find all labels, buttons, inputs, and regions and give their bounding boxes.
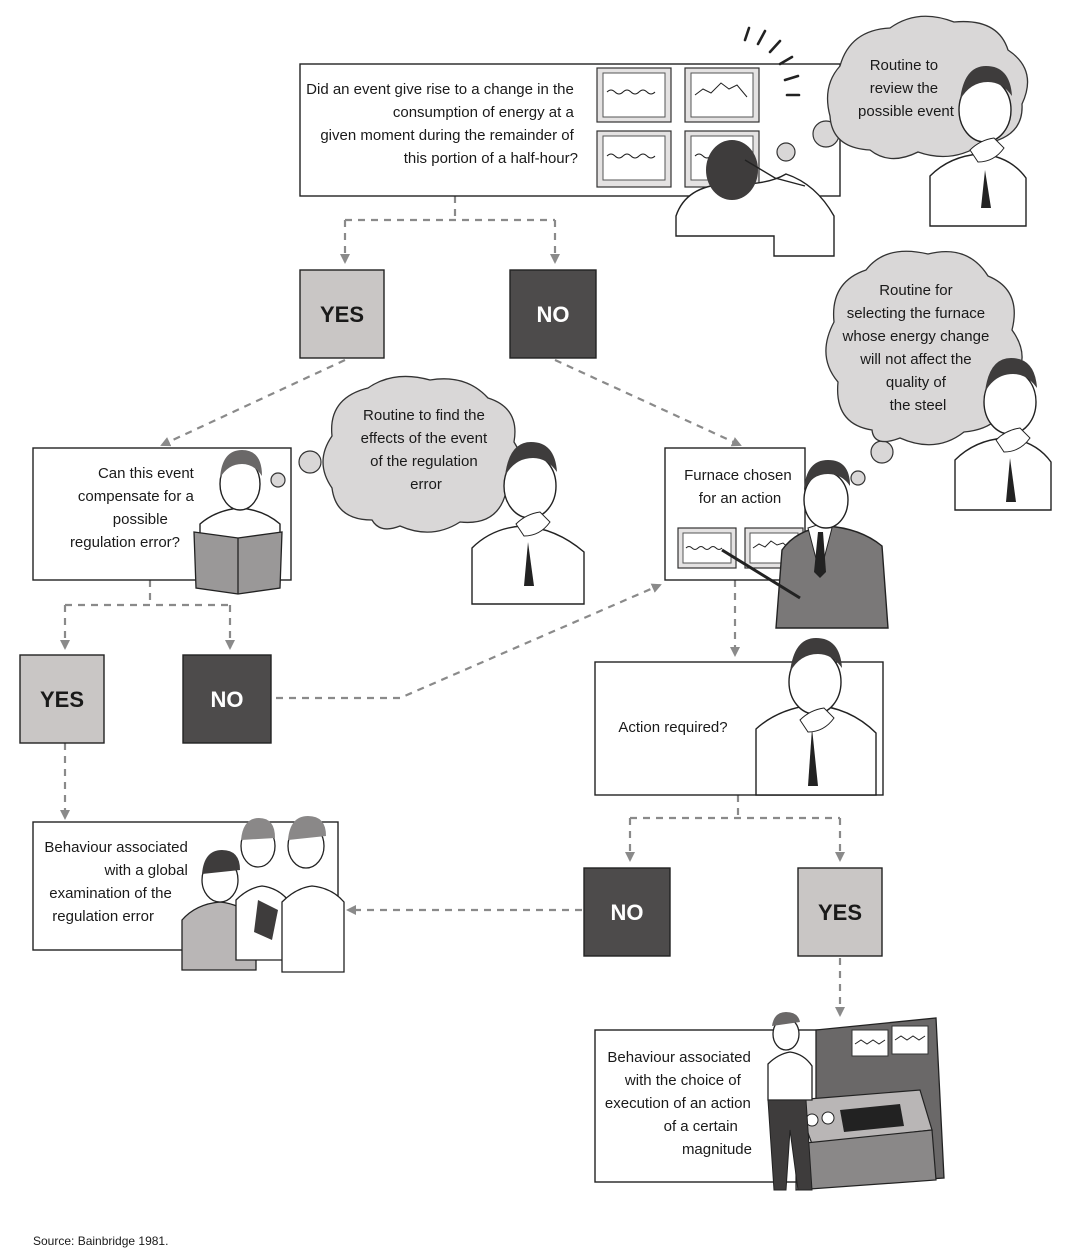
source-caption: Source: Bainbridge 1981. <box>33 1234 168 1248</box>
reading-man-icon <box>193 450 283 595</box>
cloud-find-effects-text: Routine to find the effects of the event… <box>361 407 492 493</box>
behaviour-global-box: Behaviour associated with a global exami… <box>32 816 345 973</box>
presenter-man-icon <box>721 460 889 629</box>
decision-no-1-label: NO <box>537 302 570 327</box>
connectors <box>60 196 845 1017</box>
decision-yes-2-label: YES <box>40 687 84 712</box>
decision-yes-3-label: YES <box>818 900 862 925</box>
action-required-box: Action required? <box>594 638 884 796</box>
compensate-question-text: Can this event compensate for a possible… <box>70 465 198 551</box>
connector-action-split <box>630 795 840 820</box>
cloud-select-furnace-text: Routine for selecting the furnace whose … <box>842 282 994 414</box>
behaviour-action-text: Behaviour associated with the choice of … <box>605 1049 755 1158</box>
cloud-review-event-text: Routine to review the possible event <box>858 57 955 120</box>
event-question-box: Did an event give rise to a change in th… <box>299 26 841 257</box>
event-question-text: Did an event give rise to a change in th… <box>306 81 578 167</box>
behaviour-action-box: Behaviour associated with the choice of … <box>594 1012 945 1191</box>
decision-yes-1-label: YES <box>320 302 364 327</box>
connector-compensate-split <box>65 580 230 607</box>
behaviour-global-text: Behaviour associated with a global exami… <box>44 839 192 925</box>
control-console-icon <box>795 1017 945 1191</box>
operator-pointing-icon <box>675 140 835 257</box>
cloud-select-furnace: Routine for selecting the furnace whose … <box>825 250 1023 486</box>
furnace-chosen-text: Furnace chosen for an action <box>684 467 796 507</box>
decision-no-3: NO <box>583 867 671 957</box>
connector-no1-to-furnace <box>554 359 742 447</box>
thinking-man-icon-2 <box>954 358 1052 511</box>
console-operator-icon <box>767 1012 813 1191</box>
decision-yes-2: YES <box>19 654 105 744</box>
connector-top-split <box>345 196 555 222</box>
alert-lines-icon <box>743 26 801 97</box>
group-of-men-icon <box>181 816 345 973</box>
thinking-man-icon-4 <box>755 638 877 796</box>
decision-yes-1: YES <box>299 269 385 359</box>
decision-yes-3: YES <box>797 867 883 957</box>
thinking-man-icon-1 <box>929 66 1027 227</box>
decision-no-2: NO <box>182 654 272 744</box>
decision-no-1: NO <box>509 269 597 359</box>
furnace-chosen-box: Furnace chosen for an action <box>664 447 889 629</box>
compensate-question-box: Can this event compensate for a possible… <box>32 447 292 595</box>
action-required-text: Action required? <box>618 719 727 736</box>
decision-no-2-label: NO <box>211 687 244 712</box>
connector-yes1-to-compensate <box>160 359 346 447</box>
decision-no-3-label: NO <box>611 900 644 925</box>
thinking-man-icon-3 <box>471 442 585 605</box>
connector-no2-to-furnace <box>276 583 662 700</box>
cloud-find-effects: Routine to find the effects of the event… <box>270 375 522 533</box>
